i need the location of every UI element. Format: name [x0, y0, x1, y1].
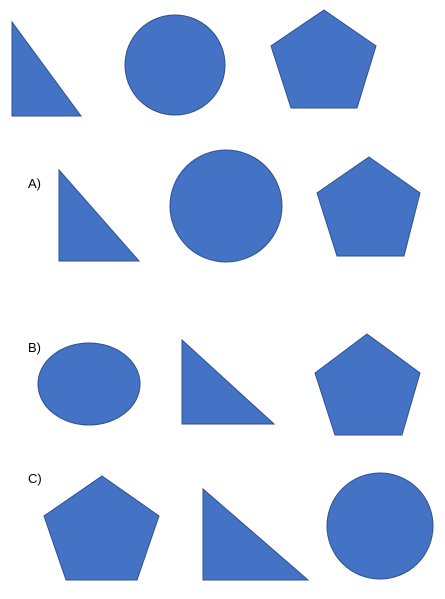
option-b-triangle-shape	[181, 338, 276, 425]
option-a-row[interactable]	[58, 149, 421, 263]
option-c-pentagon-shape	[43, 475, 160, 581]
option-b-pentagon-shape	[314, 333, 421, 436]
prompt-pentagon-shape	[270, 9, 377, 109]
prompt-circle-shape	[124, 14, 226, 116]
prompt-row	[11, 9, 377, 117]
option-c-circle-shape	[326, 472, 434, 580]
option-b-label[interactable]: B)	[28, 340, 41, 355]
option-c-row[interactable]	[43, 472, 434, 581]
option-a-triangle-shape	[58, 168, 141, 262]
option-c-triangle-shape	[202, 487, 310, 581]
option-c-label[interactable]: C)	[28, 471, 42, 486]
option-b-row[interactable]	[37, 333, 421, 436]
option-a-pentagon-shape	[316, 156, 421, 257]
option-a-label[interactable]: A)	[28, 176, 41, 191]
option-a-circle-shape	[169, 149, 283, 263]
prompt-triangle-shape	[11, 20, 82, 117]
option-b-ellipse-shape	[37, 342, 141, 426]
